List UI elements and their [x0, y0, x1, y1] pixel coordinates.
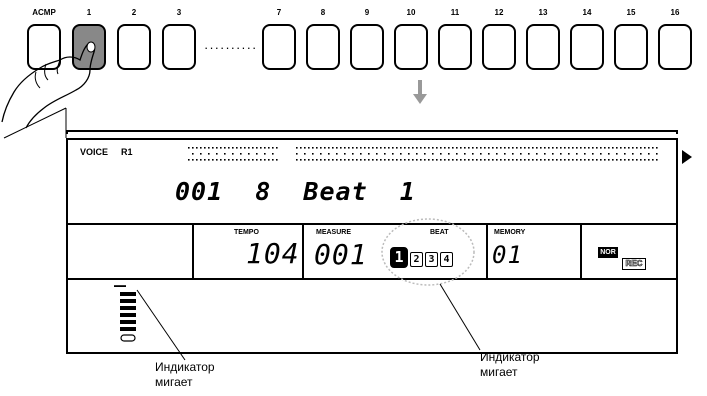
- right-caption-line2: мигает: [480, 365, 540, 380]
- right-caption-line1: Индикатор: [480, 350, 540, 365]
- left-caption: Индикатор мигает: [155, 360, 215, 390]
- left-caption-line1: Индикатор: [155, 360, 215, 375]
- left-caption-line2: мигает: [155, 375, 215, 390]
- right-caption: Индикатор мигает: [480, 350, 540, 380]
